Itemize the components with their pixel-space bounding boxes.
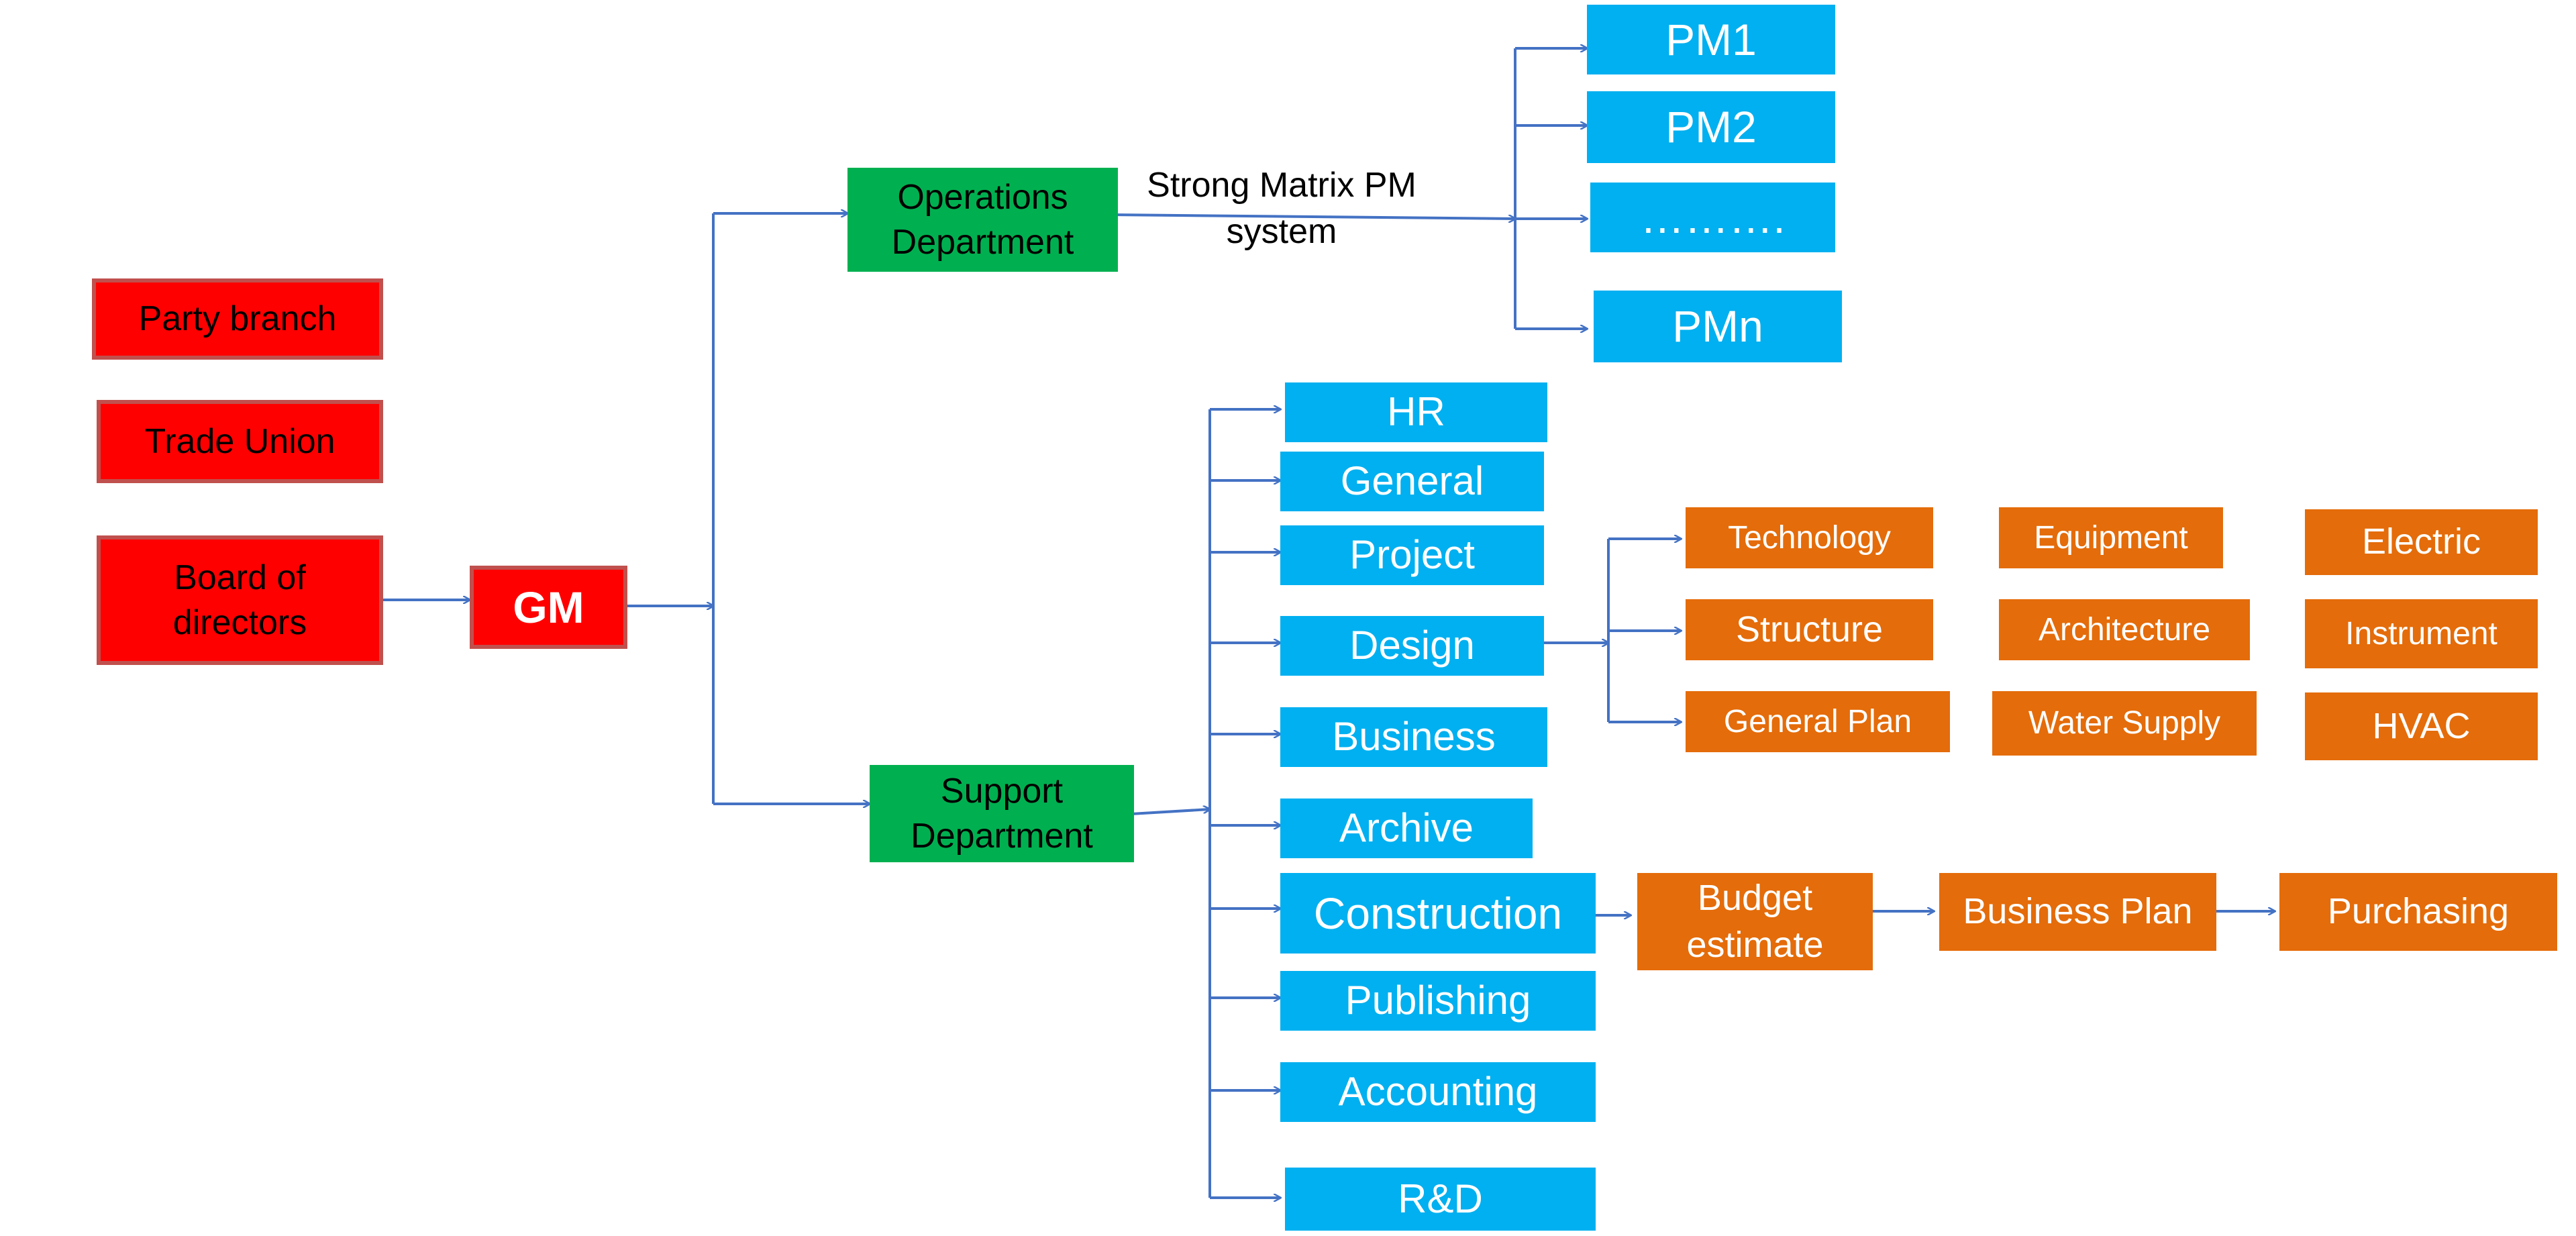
pm-box-n: PMn [1594, 291, 1842, 362]
business-plan-box: Business Plan [1939, 873, 2216, 951]
technology-box: Technology [1686, 507, 1933, 568]
electric-box: Electric [2305, 509, 2538, 575]
construction-box: Construction [1280, 873, 1596, 954]
pm-label-n: PMn [1672, 301, 1763, 352]
architecture-box: Architecture [1999, 599, 2250, 660]
general-plan-box: General Plan [1686, 691, 1950, 752]
strong-matrix-label: Strong Matrix PM system [1147, 166, 1416, 251]
project-box: Project [1280, 525, 1544, 585]
water-supply-label: Water Supply [2028, 705, 2221, 741]
publishing-label: Publishing [1345, 978, 1531, 1023]
hvac-label: HVAC [2372, 705, 2471, 746]
pm-label-1: PM1 [1665, 14, 1757, 64]
trade-union-label: Trade Union [144, 421, 336, 461]
board-of-directors-label: Board of directors [172, 558, 307, 642]
pm-label-ellipsis: ………. [1640, 192, 1786, 242]
gm-label: GM [513, 582, 584, 632]
electric-label: Electric [2361, 521, 2481, 562]
archive-box: Archive [1280, 799, 1533, 858]
budget-estimate-box: Budget estimate [1637, 873, 1873, 970]
operations-to-pm-arrow [1111, 213, 1515, 219]
instrument-box: Instrument [2305, 599, 2538, 668]
design-label: Design [1349, 623, 1475, 668]
support-department-label: Support Department [911, 771, 1093, 856]
publishing-box: Publishing [1280, 971, 1596, 1031]
general-label: General [1340, 458, 1484, 504]
purchasing-box: Purchasing [2279, 873, 2557, 951]
operations-department-label: Operations Department [891, 177, 1074, 262]
construction-label: Construction [1313, 888, 1563, 938]
support-department-box: Support Department [870, 765, 1134, 862]
architecture-label: Architecture [2038, 611, 2211, 648]
business-label: Business [1332, 714, 1496, 760]
water-supply-box: Water Supply [1992, 691, 2257, 756]
board-of-directors-box: Board of directors [97, 535, 383, 665]
business-box: Business [1280, 707, 1547, 767]
rd-box: R&D [1285, 1168, 1596, 1231]
operations-department-box: Operations Department [847, 168, 1118, 272]
budget-estimate-label: Budget estimate [1686, 878, 1824, 965]
business-plan-label: Business Plan [1963, 891, 2193, 932]
technology-label: Technology [1728, 519, 1891, 556]
support-to-trunk-arrow [1131, 809, 1210, 815]
hvac-box: HVAC [2305, 692, 2538, 760]
hr-box: HR [1285, 382, 1547, 442]
structure-label: Structure [1735, 609, 1884, 650]
accounting-label: Accounting [1338, 1069, 1538, 1115]
pm-box-ellipsis: ………. [1590, 183, 1835, 252]
hr-label: HR [1387, 389, 1445, 435]
gm-box: GM [470, 566, 627, 649]
equipment-box: Equipment [1999, 507, 2223, 568]
pm-label-2: PM2 [1665, 102, 1757, 152]
general-box: General [1280, 452, 1544, 511]
trade-union-box: Trade Union [97, 400, 383, 483]
equipment-label: Equipment [2034, 519, 2188, 556]
project-label: Project [1349, 532, 1475, 578]
purchasing-label: Purchasing [2327, 891, 2510, 932]
general-plan-label: General Plan [1723, 703, 1912, 739]
pm-box-1: PM1 [1587, 5, 1835, 74]
archive-label: Archive [1339, 805, 1474, 851]
rd-label: R&D [1398, 1176, 1483, 1221]
pm-box-2: PM2 [1587, 91, 1835, 163]
instrument-label: Instrument [2345, 615, 2497, 652]
design-box: Design [1280, 616, 1544, 676]
accounting-box: Accounting [1280, 1062, 1596, 1122]
party-branch-label: Party branch [138, 299, 337, 339]
structure-box: Structure [1686, 599, 1933, 660]
party-branch-box: Party branch [92, 278, 383, 360]
